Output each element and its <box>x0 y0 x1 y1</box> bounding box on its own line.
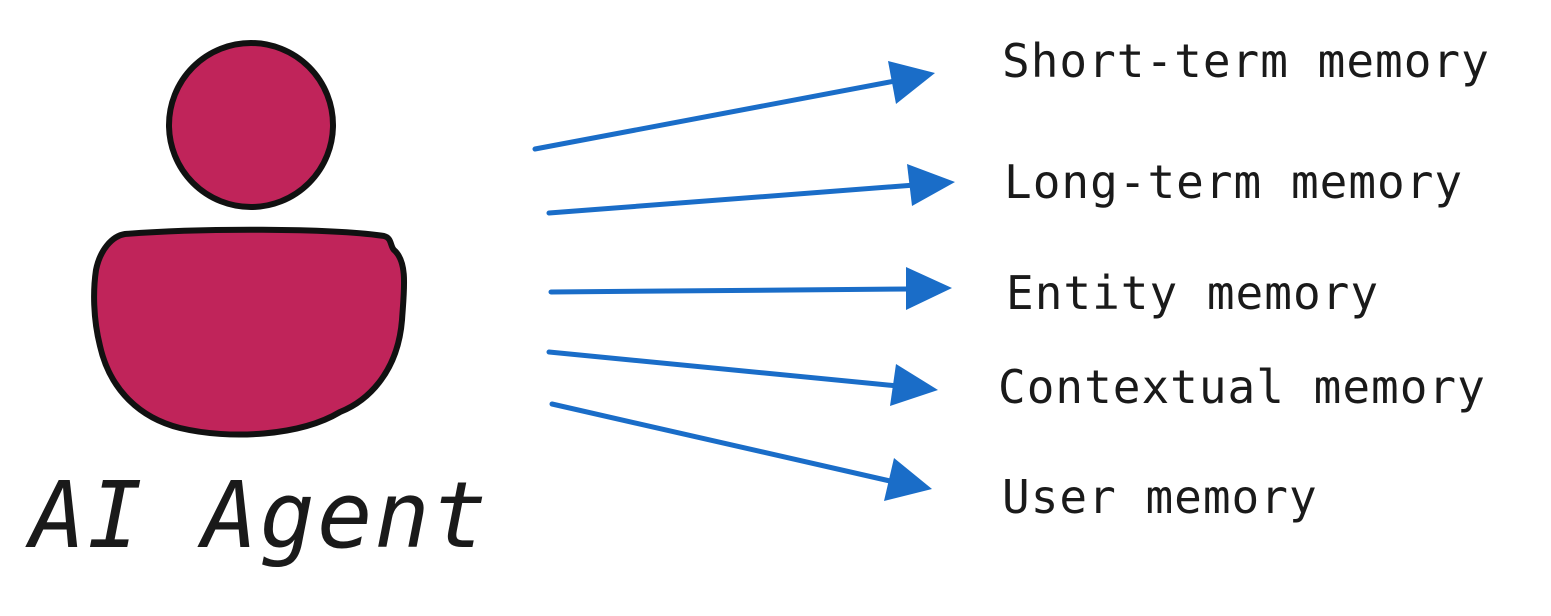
person-head <box>166 40 336 210</box>
memory-label-entity: Entity memory <box>1006 266 1380 320</box>
arrow-short-term <box>532 61 935 152</box>
person-icon <box>91 40 408 438</box>
arrow-entity <box>548 267 952 310</box>
person-body <box>91 226 408 438</box>
memory-label-short-term: Short-term memory <box>1002 34 1490 88</box>
arrow-long-term <box>546 164 955 216</box>
arrows-group <box>532 61 955 501</box>
memory-label-contextual: Contextual memory <box>998 360 1486 414</box>
memory-label-long-term: Long-term memory <box>1004 155 1464 209</box>
memory-label-user: User memory <box>1002 470 1318 524</box>
agent-label: AI Agent <box>30 462 490 569</box>
arrow-user <box>549 401 932 501</box>
arrow-contextual <box>546 349 938 406</box>
